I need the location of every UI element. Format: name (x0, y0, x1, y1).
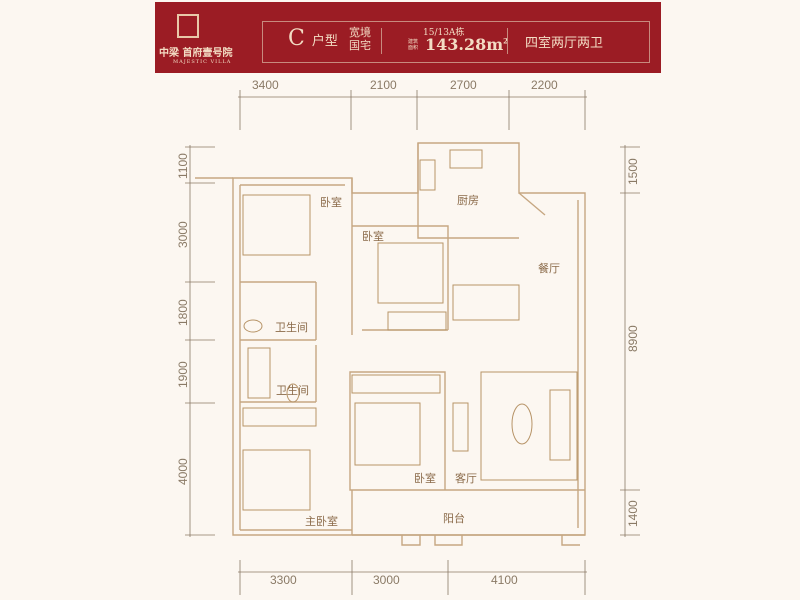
dim-left-3: 1800 (176, 299, 190, 326)
room-living: 客厅 (455, 471, 477, 485)
dim-top-3: 2700 (450, 78, 477, 92)
dim-top-2: 2100 (370, 78, 397, 92)
bed (377, 242, 444, 304)
toilet (286, 383, 300, 403)
dimension-lines (185, 90, 640, 595)
dim-top-4: 2200 (531, 78, 558, 92)
wardrobe (387, 311, 447, 331)
room-master: 主卧室 (305, 514, 338, 528)
bed (242, 449, 311, 511)
room-bath-1: 卫生间 (275, 320, 308, 334)
room-balcony: 阳台 (443, 511, 465, 525)
dim-right-1: 1500 (626, 158, 640, 185)
area-unit: 2 (503, 36, 509, 46)
tv-cabinet (452, 402, 469, 452)
dim-bottom-3: 4100 (491, 573, 518, 587)
walls (195, 142, 586, 546)
room-bedroom-mid: 卧室 (362, 229, 384, 243)
divider (507, 28, 508, 54)
sofa (549, 389, 571, 461)
room-dining: 餐厅 (538, 261, 560, 275)
bed (354, 402, 421, 466)
dim-left-1: 1100 (176, 153, 190, 179)
unit-letter: C (288, 26, 305, 51)
dim-left-4: 1900 (176, 361, 190, 388)
room-kitchen: 厨房 (457, 194, 479, 207)
divider (381, 28, 382, 54)
dim-left-2: 3000 (176, 221, 190, 248)
furniture (242, 149, 578, 511)
coffee-table (511, 403, 533, 445)
title-banner: 中梁 首府壹号院 MAJESTIC VILLA C 户型 宽境国宅 15/13A… (155, 2, 661, 73)
layout-summary: 四室两厅两卫 (525, 36, 604, 51)
building-number: 15/13A栋 (423, 28, 465, 38)
dim-top-1: 3400 (252, 78, 279, 92)
area-value: 143.28m2 (425, 35, 508, 54)
dim-left-5: 4000 (176, 458, 190, 485)
logo-seal (177, 14, 199, 38)
wardrobe (351, 374, 441, 394)
room-bedroom-s: 卧室 (414, 471, 436, 485)
stove (449, 149, 483, 169)
bathtub (247, 347, 271, 399)
dim-right-3: 1400 (626, 500, 640, 527)
wardrobe (242, 407, 317, 427)
dim-bottom-1: 3300 (270, 573, 297, 587)
logo-name: 中梁 首府壹号院 (159, 48, 233, 59)
area-label: 建筑面积 (408, 39, 419, 51)
area-number: 143.28m (425, 35, 504, 54)
toilet (243, 319, 263, 333)
tagline: 宽境国宅 (349, 26, 371, 52)
room-bedroom-nw: 卧室 (320, 195, 342, 209)
room-bath-2: 卫生间 (276, 383, 309, 397)
unit-type: C 户型 (288, 26, 338, 51)
dim-right-2: 8900 (626, 325, 640, 352)
sink (419, 159, 436, 191)
living-rug (480, 371, 578, 481)
banner-frame (262, 21, 650, 63)
unit-suffix: 户型 (311, 34, 338, 49)
bed (242, 194, 311, 256)
dim-bottom-2: 3000 (373, 573, 400, 587)
logo-subtitle: MAJESTIC VILLA (173, 59, 232, 65)
dining-table (452, 284, 520, 321)
